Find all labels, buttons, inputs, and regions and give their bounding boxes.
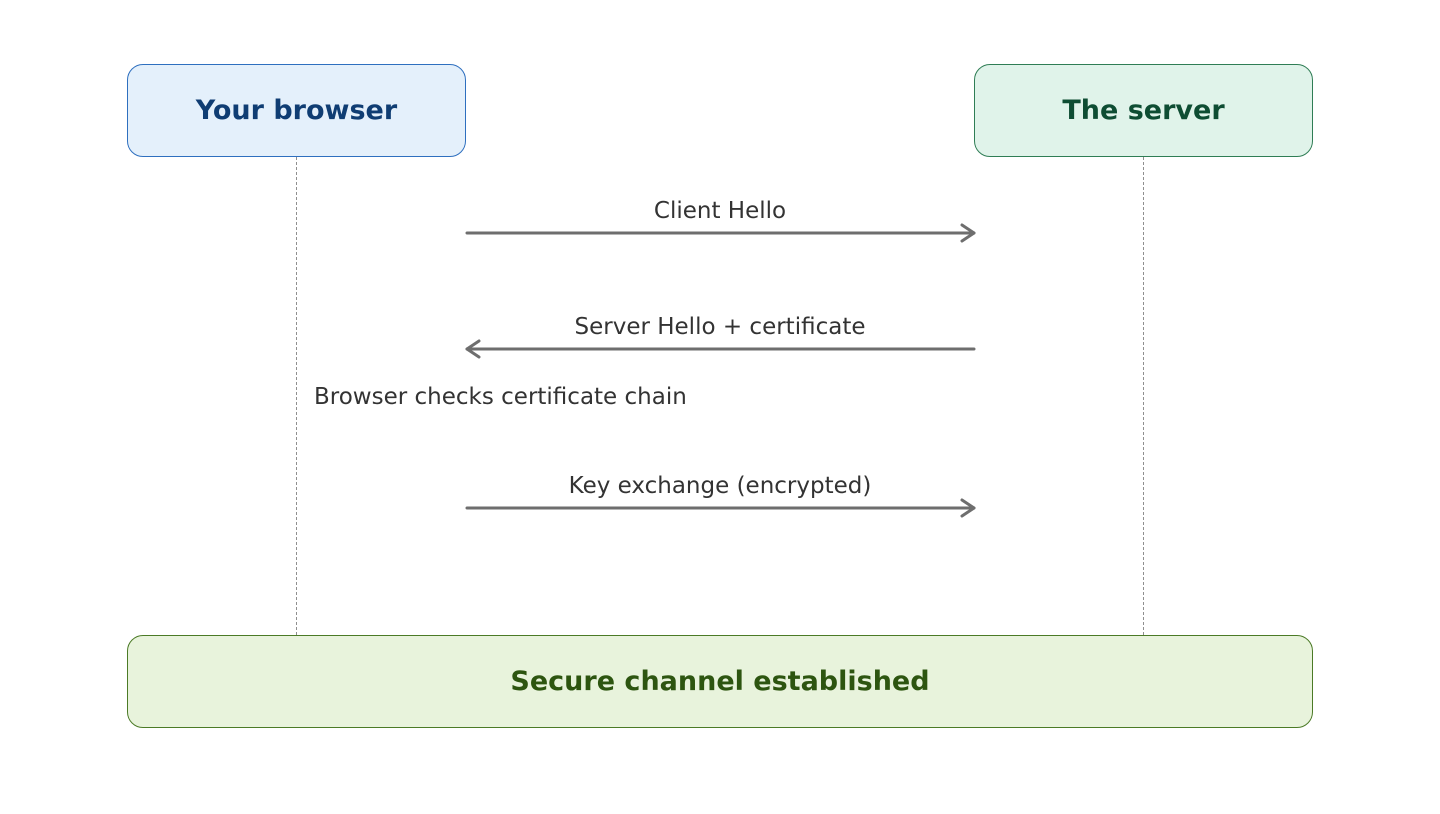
message-label-client-hello: Client Hello	[653, 198, 787, 224]
result-banner: Secure channel established	[127, 635, 1313, 728]
actor-the-server: The server	[974, 64, 1313, 157]
lifeline-your-browser	[296, 157, 297, 635]
message-arrow-server-hello	[465, 339, 976, 359]
message-arrow-client-hello	[465, 223, 976, 243]
message-label-server-hello: Server Hello + certificate	[574, 314, 866, 340]
result-banner-label: Secure channel established	[510, 666, 930, 697]
note-certificate-check: Browser checks certificate chain	[314, 384, 687, 410]
lifeline-the-server	[1143, 157, 1144, 635]
actor-your-browser-label: Your browser	[195, 95, 398, 126]
actor-your-browser: Your browser	[127, 64, 466, 157]
message-label-key-exchange: Key exchange (encrypted)	[568, 473, 872, 499]
actor-the-server-label: The server	[1062, 95, 1225, 126]
message-arrow-key-exchange	[465, 498, 976, 518]
